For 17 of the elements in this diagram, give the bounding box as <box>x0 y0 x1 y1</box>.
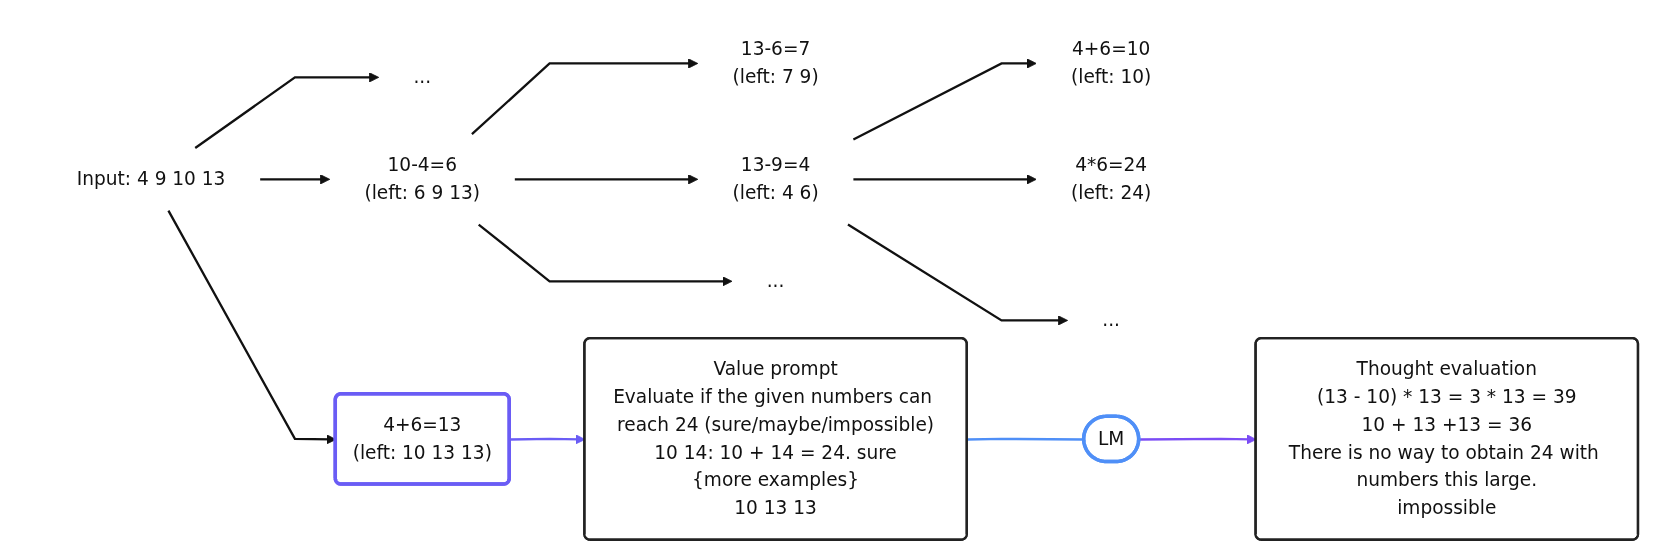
node-text: Input: 4 9 10 13 <box>76 167 226 190</box>
node-text: ... <box>766 269 785 292</box>
node-text: 13-6=7 (left: 7 9) <box>732 37 819 88</box>
arrow <box>847 223 1068 326</box>
node-text: ... <box>1102 308 1121 331</box>
arrow <box>477 223 733 287</box>
arrow <box>853 174 1037 185</box>
arrow <box>471 58 699 135</box>
node-text: 4*6=24 (left: 24) <box>1071 153 1152 204</box>
node-text: 10-4=6 (left: 6 9 13) <box>364 153 481 204</box>
arrow <box>194 72 380 149</box>
arrow <box>852 58 1037 141</box>
arrow <box>514 174 699 185</box>
node-text: 4+6=10 (left: 10) <box>1071 37 1152 88</box>
node-text: ... <box>413 65 432 88</box>
node-text: 13-9=4 (left: 4 6) <box>732 153 819 204</box>
arrow <box>260 174 331 185</box>
